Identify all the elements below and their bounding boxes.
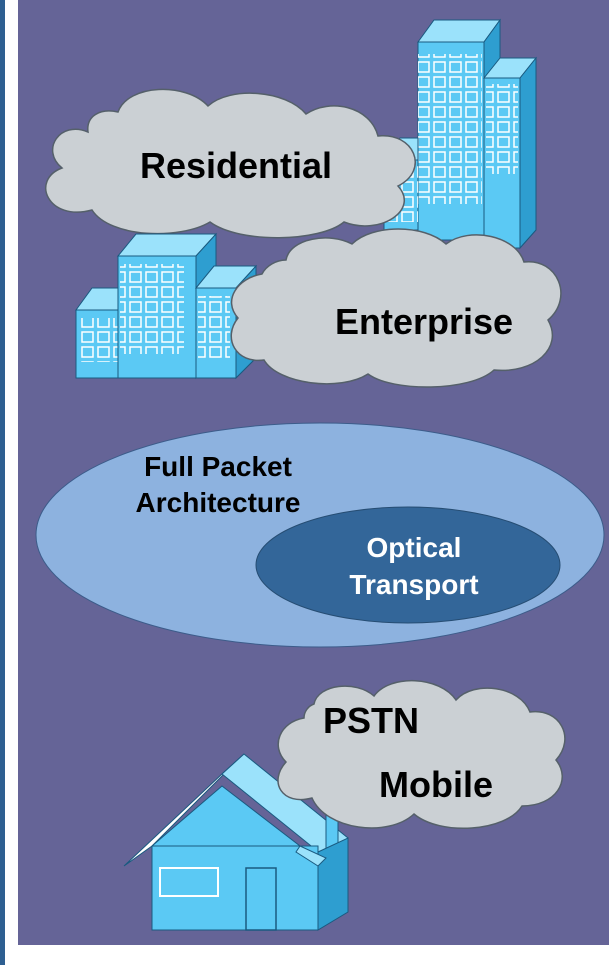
pstn-mobile-cloud	[277, 679, 566, 829]
optical-transport-ellipse	[255, 506, 561, 624]
residential-label: Residential	[140, 145, 332, 186]
office-building-icon	[75, 232, 258, 380]
tall-building-icon	[383, 18, 538, 250]
house-icon	[123, 753, 349, 931]
full-packet-label-line1: Full Packet	[144, 451, 292, 482]
left-border-strip	[0, 0, 5, 965]
full-packet-label-line2: Architecture	[136, 487, 301, 518]
optical-label-line1: Optical	[367, 532, 462, 563]
enterprise-cloud	[230, 228, 562, 388]
residential-cloud	[45, 88, 416, 239]
optical-label-line2: Transport	[349, 569, 478, 600]
pstn-label: PSTN	[323, 700, 419, 741]
enterprise-label: Enterprise	[335, 301, 513, 342]
mobile-label: Mobile	[379, 764, 493, 805]
